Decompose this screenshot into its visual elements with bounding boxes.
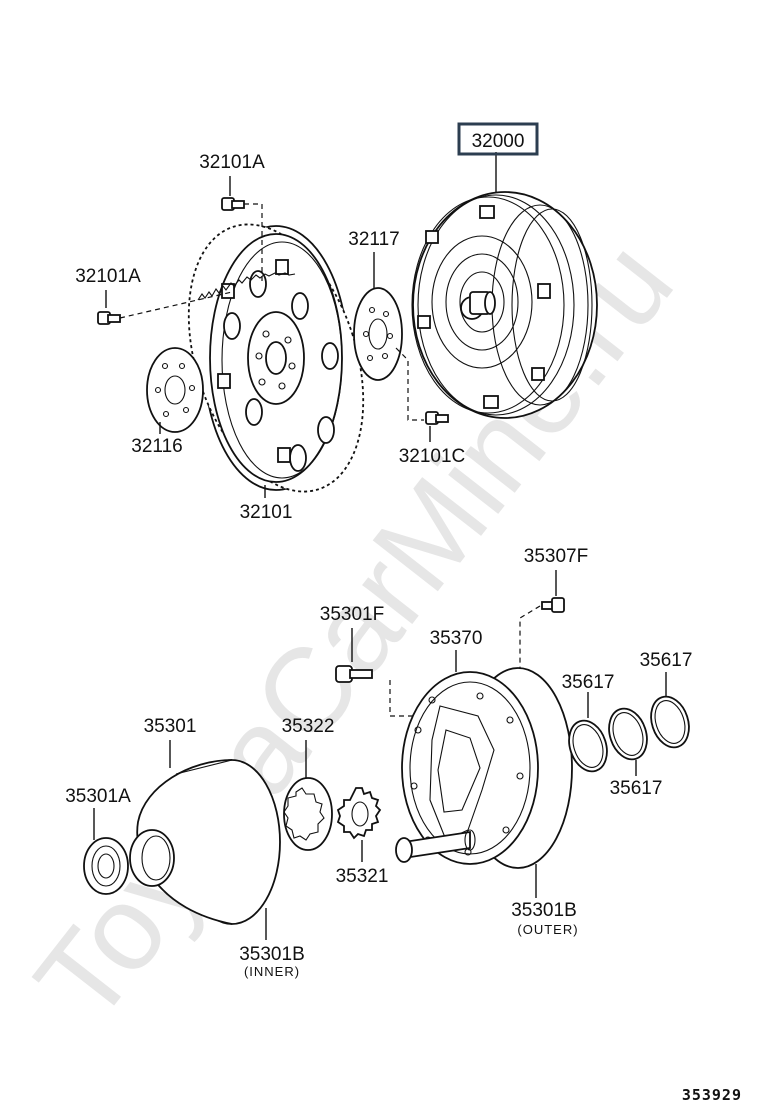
drive-plate-32101[interactable] [157,202,394,514]
oil-seal-35301A[interactable] [83,837,129,895]
note-outer: (OUTER) [517,922,578,937]
label-35301B-inner[interactable]: 35301B [239,944,305,965]
label-35301F[interactable]: 35301F [320,604,384,625]
label-35617-a[interactable]: 35617 [562,672,615,693]
label-35322[interactable]: 35322 [282,716,335,737]
diagram-id: 353929 [682,1086,742,1104]
label-35301[interactable]: 35301 [144,716,197,737]
label-35617-b[interactable]: 35617 [610,778,663,799]
pump-cover-35301[interactable] [129,759,281,925]
bolt-32101A-top[interactable] [221,197,245,211]
label-32101C[interactable]: 32101C [399,446,466,467]
label-32117[interactable]: 32117 [348,229,399,250]
note-inner: (INNER) [244,964,300,979]
label-32116[interactable]: 32116 [131,436,182,457]
o-ring-35617-c[interactable] [645,692,695,753]
label-32000[interactable]: 32000 [472,131,525,152]
label-35370[interactable]: 35370 [430,628,483,649]
label-35321[interactable]: 35321 [336,866,389,887]
plate-32116[interactable] [146,347,204,433]
oil-pump-body-35370[interactable] [395,667,573,869]
bolt-32101A-left[interactable] [97,311,121,325]
torque-converter-32000[interactable] [411,191,598,419]
label-35301B-outer[interactable]: 35301B [511,900,577,921]
bolt-32101C[interactable] [425,411,449,425]
label-32101A-top[interactable]: 32101A [199,152,265,173]
plate-32117[interactable] [353,287,403,381]
label-32101A-left[interactable]: 32101A [75,266,141,287]
driven-gear-35322[interactable] [283,777,333,851]
o-ring-35617-b[interactable] [603,704,653,765]
bolt-35301F[interactable] [335,665,373,683]
selection-box-32000[interactable] [457,122,539,156]
bolt-35307F[interactable] [541,597,565,613]
label-32101[interactable]: 32101 [240,502,293,523]
label-35617-c[interactable]: 35617 [640,650,693,671]
drive-gear-35321[interactable] [336,787,382,840]
label-35307F[interactable]: 35307F [524,546,588,567]
o-ring-35617-a[interactable] [563,716,613,777]
label-35301A[interactable]: 35301A [65,786,131,807]
